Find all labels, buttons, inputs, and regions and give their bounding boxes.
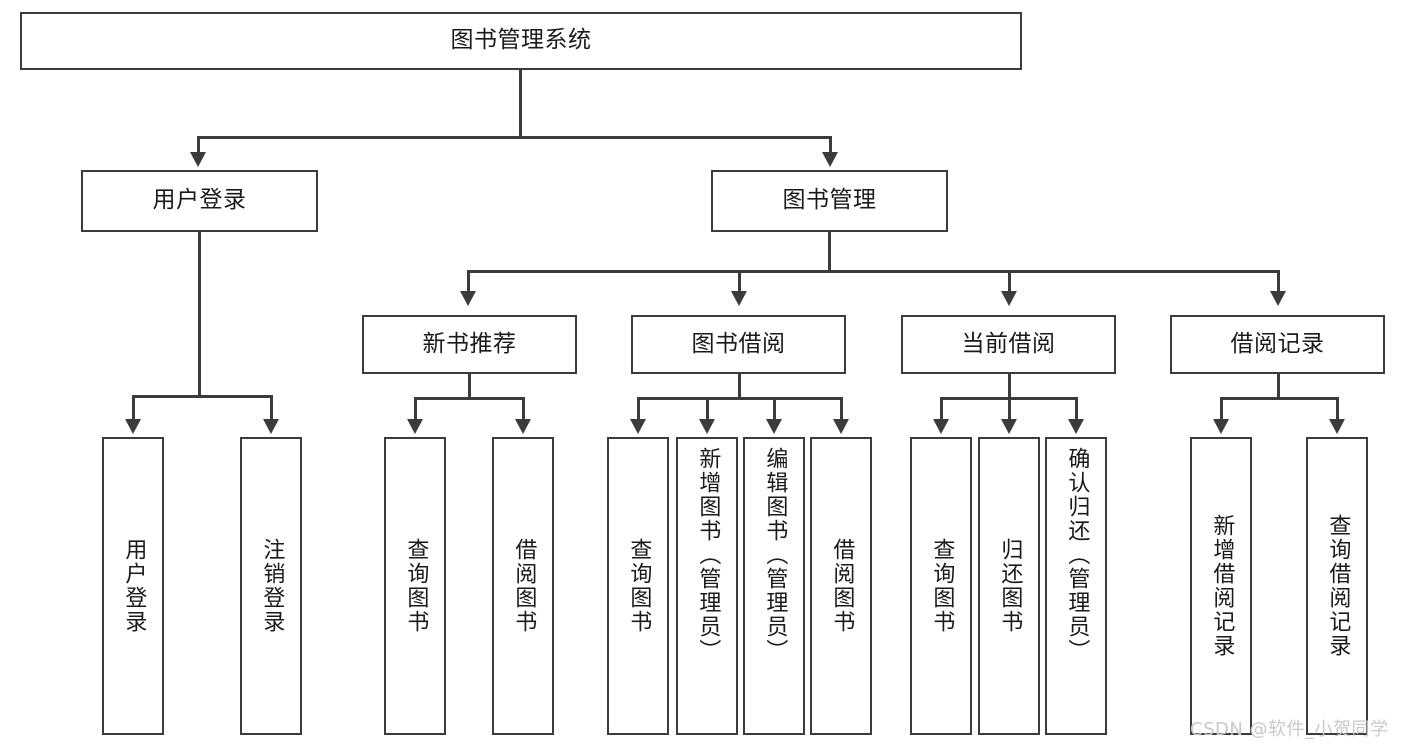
node-label: 图书管理 — [782, 187, 877, 214]
leaf-query-book-current[interactable]: 查询图书 — [910, 437, 972, 735]
arrowhead-book-borrow-leaf-2 — [699, 419, 715, 434]
node-label: 查询图书 — [929, 538, 955, 634]
connector-borrow-record-bus — [1220, 397, 1338, 400]
node-label: 查询图书 — [403, 538, 429, 634]
leaf-user-login[interactable]: 用户登录 — [102, 437, 164, 735]
connector-user-login-drop-2 — [270, 395, 273, 420]
leaf-add-borrow-record[interactable]: 新增借阅记录 — [1190, 437, 1252, 735]
connector-book-borrow-drop-4 — [840, 397, 843, 420]
leaf-return-book[interactable]: 归还图书 — [978, 437, 1040, 735]
connector-new-book-stem — [468, 374, 471, 399]
connector-current-borrow-drop-2 — [1008, 397, 1011, 420]
arrowhead-new-book-leaf-2 — [515, 419, 531, 434]
node-borrow-record[interactable]: 借阅记录 — [1170, 315, 1385, 374]
arrowhead-book-mgmt-child-3 — [1001, 291, 1017, 306]
node-label: 图书借阅 — [691, 330, 786, 357]
arrowhead-book-borrow-leaf-4 — [833, 419, 849, 434]
node-new-book-recommend[interactable]: 新书推荐 — [362, 315, 577, 374]
connector-borrow-record-stem — [1277, 374, 1280, 399]
arrowhead-new-book-leaf-1 — [407, 419, 423, 434]
node-label: 借阅图书 — [511, 538, 537, 634]
arrowhead-user-login-leaf-1 — [125, 419, 141, 434]
leaf-edit-book-admin[interactable]: 编辑图书（管理员） — [743, 437, 805, 735]
node-label: 注销登录 — [259, 538, 285, 634]
leaf-add-book-admin[interactable]: 新增图书（管理员） — [676, 437, 738, 735]
connector-user-login-bus — [132, 395, 272, 398]
node-user-login[interactable]: 用户登录 — [81, 170, 318, 232]
node-label: 查询图书 — [626, 538, 652, 634]
connector-book-mgmt-bus — [467, 270, 1279, 273]
arrowhead-book-mgmt-child-2 — [731, 291, 747, 306]
arrowhead-current-borrow-leaf-1 — [933, 419, 949, 434]
connector-current-borrow-drop-3 — [1075, 397, 1078, 420]
connector-current-borrow-drop-1 — [940, 397, 943, 420]
arrowhead-current-borrow-leaf-2 — [1001, 419, 1017, 434]
node-label: 借阅图书 — [829, 538, 855, 634]
connector-book-borrow-stem — [738, 374, 741, 399]
arrowhead-root-to-user-login — [190, 152, 206, 167]
node-label: 用户登录 — [121, 538, 147, 634]
leaf-query-book-new[interactable]: 查询图书 — [384, 437, 446, 735]
node-label: 查询借阅记录 — [1325, 514, 1351, 658]
arrowhead-book-borrow-leaf-1 — [630, 419, 646, 434]
arrowhead-root-to-book-mgmt — [822, 152, 838, 167]
leaf-query-borrow-record[interactable]: 查询借阅记录 — [1306, 437, 1368, 735]
node-label: 借阅记录 — [1230, 330, 1325, 357]
connector-current-borrow-stem — [1008, 374, 1011, 399]
connector-user-login-drop-1 — [132, 395, 135, 420]
connector-book-borrow-drop-2 — [706, 397, 709, 420]
arrowhead-book-mgmt-child-4 — [1270, 291, 1286, 306]
connector-new-book-drop-2 — [522, 397, 525, 420]
node-label: 新书推荐 — [422, 330, 517, 357]
node-label: 图书管理系统 — [450, 27, 592, 54]
connector-book-mgmt-drop-4 — [1277, 270, 1280, 292]
connector-new-book-drop-1 — [414, 397, 417, 420]
connector-new-book-bus — [414, 397, 524, 400]
connector-book-mgmt-drop-3 — [1008, 270, 1011, 292]
node-root-system[interactable]: 图书管理系统 — [20, 12, 1022, 70]
connector-book-mgmt-drop-2 — [738, 270, 741, 292]
connector-root-to-book-mgmt — [829, 136, 832, 154]
arrowhead-borrow-record-leaf-2 — [1329, 419, 1345, 434]
leaf-borrow-book[interactable]: 借阅图书 — [810, 437, 872, 735]
arrowhead-book-borrow-leaf-3 — [766, 419, 782, 434]
node-label: 确认归还（管理员） — [1064, 447, 1090, 663]
leaf-borrow-book-new[interactable]: 借阅图书 — [492, 437, 554, 735]
connector-book-borrow-bus — [637, 397, 842, 400]
connector-book-borrow-drop-1 — [637, 397, 640, 420]
connector-root-to-user-login — [197, 136, 200, 154]
arrowhead-book-mgmt-child-1 — [460, 291, 476, 306]
connector-book-mgmt-stem — [828, 232, 831, 272]
node-label: 新增图书（管理员） — [695, 447, 721, 663]
connector-borrow-record-drop-1 — [1220, 397, 1223, 420]
node-book-management[interactable]: 图书管理 — [711, 170, 948, 232]
node-current-borrow[interactable]: 当前借阅 — [901, 315, 1116, 374]
node-label: 编辑图书（管理员） — [762, 447, 788, 663]
arrowhead-borrow-record-leaf-1 — [1213, 419, 1229, 434]
node-label: 当前借阅 — [961, 330, 1056, 357]
node-label: 归还图书 — [997, 538, 1023, 634]
connector-user-login-stem — [198, 232, 201, 397]
arrowhead-current-borrow-leaf-3 — [1068, 419, 1084, 434]
node-label: 用户登录 — [152, 187, 247, 214]
connector-borrow-record-drop-2 — [1336, 397, 1339, 420]
node-book-borrow[interactable]: 图书借阅 — [631, 315, 846, 374]
leaf-logout-login[interactable]: 注销登录 — [240, 437, 302, 735]
connector-root-bus — [197, 136, 831, 139]
arrowhead-user-login-leaf-2 — [263, 419, 279, 434]
connector-book-mgmt-drop-1 — [467, 270, 470, 292]
node-label: 新增借阅记录 — [1209, 514, 1235, 658]
connector-book-borrow-drop-3 — [773, 397, 776, 420]
connector-root-stem — [519, 70, 522, 136]
leaf-confirm-return-admin[interactable]: 确认归还（管理员） — [1045, 437, 1107, 735]
watermark-text: CSDN @软件_小贺同学 — [1190, 719, 1389, 740]
leaf-query-book-borrow[interactable]: 查询图书 — [607, 437, 669, 735]
